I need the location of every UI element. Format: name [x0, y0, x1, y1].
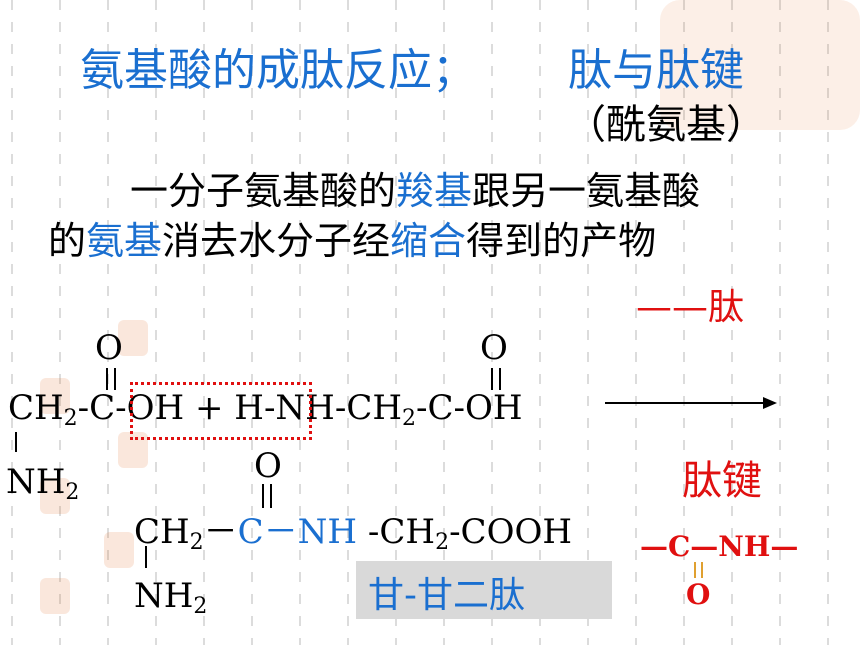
decorative-seal	[40, 478, 70, 514]
oxygen-1: O	[95, 328, 123, 368]
amino-group-2: NH2	[134, 576, 207, 619]
bond-formula-oxygen: O	[686, 578, 711, 611]
single-bond-nh2	[15, 432, 17, 452]
dipeptide-label: 甘-甘二肽	[368, 575, 525, 616]
water-removal-box	[130, 382, 312, 440]
dipeptide-tag	[356, 561, 612, 619]
condensation-term: 缩合	[390, 219, 467, 263]
ch2-group: CH	[8, 388, 64, 428]
definition-text: 跟另一氨基酸	[472, 169, 701, 213]
double-bond-2	[499, 368, 501, 390]
reaction-arrow	[605, 397, 777, 409]
definition-text: 得到的产物	[466, 219, 657, 263]
decorative-seal	[104, 532, 134, 568]
ch2-group: CH	[134, 512, 190, 552]
bond-dash: －	[203, 512, 238, 552]
reactant-end: -C-OH	[415, 388, 523, 428]
carboxyl-group: -COOH	[449, 512, 572, 552]
decorative-watermark	[660, 0, 860, 130]
nh-text: NH	[134, 576, 194, 616]
title-right: 肽与肽键	[568, 45, 744, 96]
product-bond-nh2	[145, 546, 147, 568]
subscript: 2	[63, 406, 78, 431]
product-double-bond	[270, 484, 272, 508]
peptide-bond-label: 肽键	[682, 458, 762, 504]
product-formula: CH2－C－NH -CH2-COOH	[134, 504, 572, 555]
bond-formula-double-bond	[701, 562, 703, 578]
title-subtitle: （酰氨基）	[566, 102, 766, 148]
amino-group-1: NH2	[6, 462, 79, 505]
peptide-label: ——肽	[636, 287, 745, 328]
title-main: 氨基酸的成肽反应；	[80, 45, 476, 96]
subscript: 2	[193, 594, 208, 619]
carbonyl-carbon: C	[237, 512, 264, 552]
subscript: 2	[65, 480, 80, 505]
decorative-seal	[40, 378, 70, 414]
amino-term: 氨基	[86, 219, 163, 263]
nh-text: NH	[6, 462, 66, 502]
decorative-seal	[118, 320, 148, 356]
double-bond-1	[114, 368, 116, 390]
definition-line-1: 一分子氨基酸的羧基跟另一氨基酸	[130, 160, 700, 215]
subscript: 2	[189, 530, 204, 555]
definition-line-2: 的氨基消去水分子经缩合得到的产物	[48, 210, 656, 265]
double-bond-2	[491, 368, 493, 390]
subscript: 2	[435, 530, 450, 555]
product-oxygen: O	[254, 446, 282, 486]
decorative-seal	[40, 578, 70, 614]
double-bond-1	[106, 368, 108, 390]
amide-nh: －NH	[263, 512, 358, 552]
bond-formula-double-bond	[694, 562, 696, 578]
subscript: 2	[401, 406, 416, 431]
product-middle: -CH	[357, 512, 436, 552]
peptide-bond-formula: —C—NH—	[640, 530, 799, 563]
page-title: 氨基酸的成肽反应；	[80, 34, 476, 98]
definition-text: 消去水分子经	[162, 219, 391, 263]
oxygen-2: O	[480, 328, 508, 368]
definition-text: 一分子氨基酸的	[130, 169, 397, 213]
definition-text: 的	[48, 219, 87, 263]
product-double-bond	[262, 484, 264, 508]
carboxyl-term: 羧基	[396, 169, 473, 213]
